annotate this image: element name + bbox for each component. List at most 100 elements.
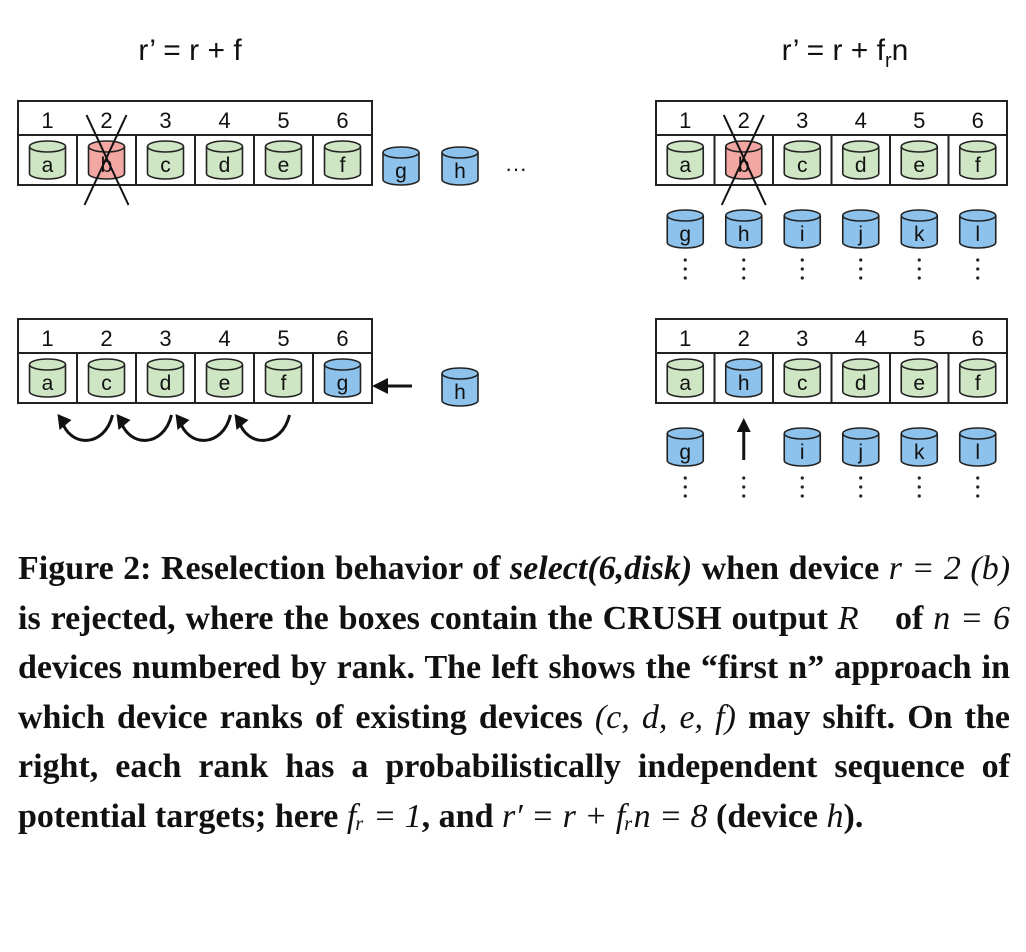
rank-number: 4: [855, 108, 867, 133]
rank-number: 1: [679, 326, 691, 351]
disk-label: a: [42, 372, 54, 395]
disk-label: j: [857, 223, 863, 246]
dot: [742, 276, 746, 280]
disk-label: f: [975, 372, 981, 395]
rank-number: 2: [100, 326, 112, 351]
disk-label: a: [679, 372, 691, 395]
figure-caption: Figure 2: Reselection behavior of select…: [18, 544, 1010, 841]
disk-label: d: [855, 154, 867, 177]
disk-icon: e: [205, 358, 244, 398]
disk-rim: [783, 215, 822, 222]
disk-icon: h: [441, 367, 479, 407]
disk-icon: d: [205, 140, 244, 180]
caption-text-5: devices numbered by rank. The left shows…: [18, 649, 1010, 736]
disk-label: a: [42, 154, 54, 177]
disk-rim: [205, 146, 244, 153]
dot: [859, 494, 863, 498]
disk-icon: e: [264, 140, 303, 180]
disk-rim: [783, 146, 822, 153]
disk-label: f: [340, 154, 346, 177]
disk-icon: g: [666, 209, 705, 249]
disk-rim: [28, 364, 67, 371]
right-formula-main: r’ = r + f: [782, 34, 886, 67]
disk-icon: g: [382, 146, 420, 186]
arrow-head: [372, 378, 388, 394]
right-formula-tail: n: [892, 34, 909, 67]
disk-label: g: [395, 160, 407, 183]
disk-rim: [958, 146, 997, 153]
caption-math-1: r = 2 (b): [888, 550, 1011, 587]
dot: [859, 267, 863, 271]
rank-number: 3: [796, 108, 808, 133]
dot: [976, 258, 980, 262]
shift-arrow: [178, 414, 232, 442]
rank-number: 4: [218, 326, 230, 351]
disk-icon: i: [783, 427, 822, 467]
disk-label: k: [914, 223, 925, 246]
disk-rim: [724, 215, 763, 222]
disk-icon: c: [783, 358, 822, 398]
rank-header: [655, 100, 1008, 136]
rank-number: 4: [855, 326, 867, 351]
disk-icon: a: [28, 140, 67, 180]
disk-label: b: [738, 154, 750, 177]
disk-label: l: [975, 441, 980, 464]
disk-rim: [783, 433, 822, 440]
disk-icon: f: [958, 358, 997, 398]
caption-math-7: h: [826, 797, 844, 835]
caption-text-3: is rejected, where the boxes contain the…: [18, 599, 838, 637]
disk-rim: [724, 146, 763, 153]
disk-rim: [900, 433, 939, 440]
rank-number: 6: [336, 326, 348, 351]
cross-line: [83, 114, 128, 206]
disk-rim: [323, 146, 362, 153]
rank-number: 5: [277, 326, 289, 351]
disk-icon: k: [900, 209, 939, 249]
disk-icon: d: [841, 140, 880, 180]
disk-rim: [724, 364, 763, 371]
disk-rim: [382, 152, 420, 159]
rank-number: 5: [913, 108, 925, 133]
dot: [683, 476, 687, 480]
dot: [917, 476, 921, 480]
dot: [917, 494, 921, 498]
disk-label: d: [219, 154, 231, 177]
disk-icon: h: [441, 146, 479, 186]
disk-label: b: [101, 154, 113, 177]
dot: [742, 258, 746, 262]
caption-text-7: , and: [421, 797, 502, 835]
disk-rim: [146, 146, 185, 153]
cross-line: [720, 114, 765, 206]
disk-label: f: [975, 154, 981, 177]
shift-arrow-head: [57, 414, 72, 430]
disk-label: c: [101, 372, 112, 395]
disk-label: h: [454, 381, 466, 404]
rank-number: 4: [218, 108, 230, 133]
disk-label: g: [679, 441, 691, 464]
disk-label: k: [914, 441, 925, 464]
caption-text-9: ).: [843, 797, 864, 835]
dot: [742, 485, 746, 489]
disk-rim: [958, 215, 997, 222]
dot: [917, 276, 921, 280]
disk-label: e: [278, 154, 290, 177]
disk-label: e: [913, 372, 925, 395]
dot: [859, 276, 863, 280]
disk-rim: [958, 364, 997, 371]
disk-label: g: [337, 372, 349, 395]
dot: [976, 485, 980, 489]
rank-number: 5: [277, 108, 289, 133]
disk-icon: i: [783, 209, 822, 249]
disk-rim: [900, 215, 939, 222]
dot: [800, 267, 804, 271]
dot: [742, 476, 746, 480]
disk-label: h: [738, 223, 750, 246]
rank-number: 6: [972, 326, 984, 351]
disk-label: i: [800, 441, 805, 464]
disk-rim: [841, 364, 880, 371]
disk-rim: [666, 433, 705, 440]
dot: [976, 476, 980, 480]
dot: [800, 485, 804, 489]
